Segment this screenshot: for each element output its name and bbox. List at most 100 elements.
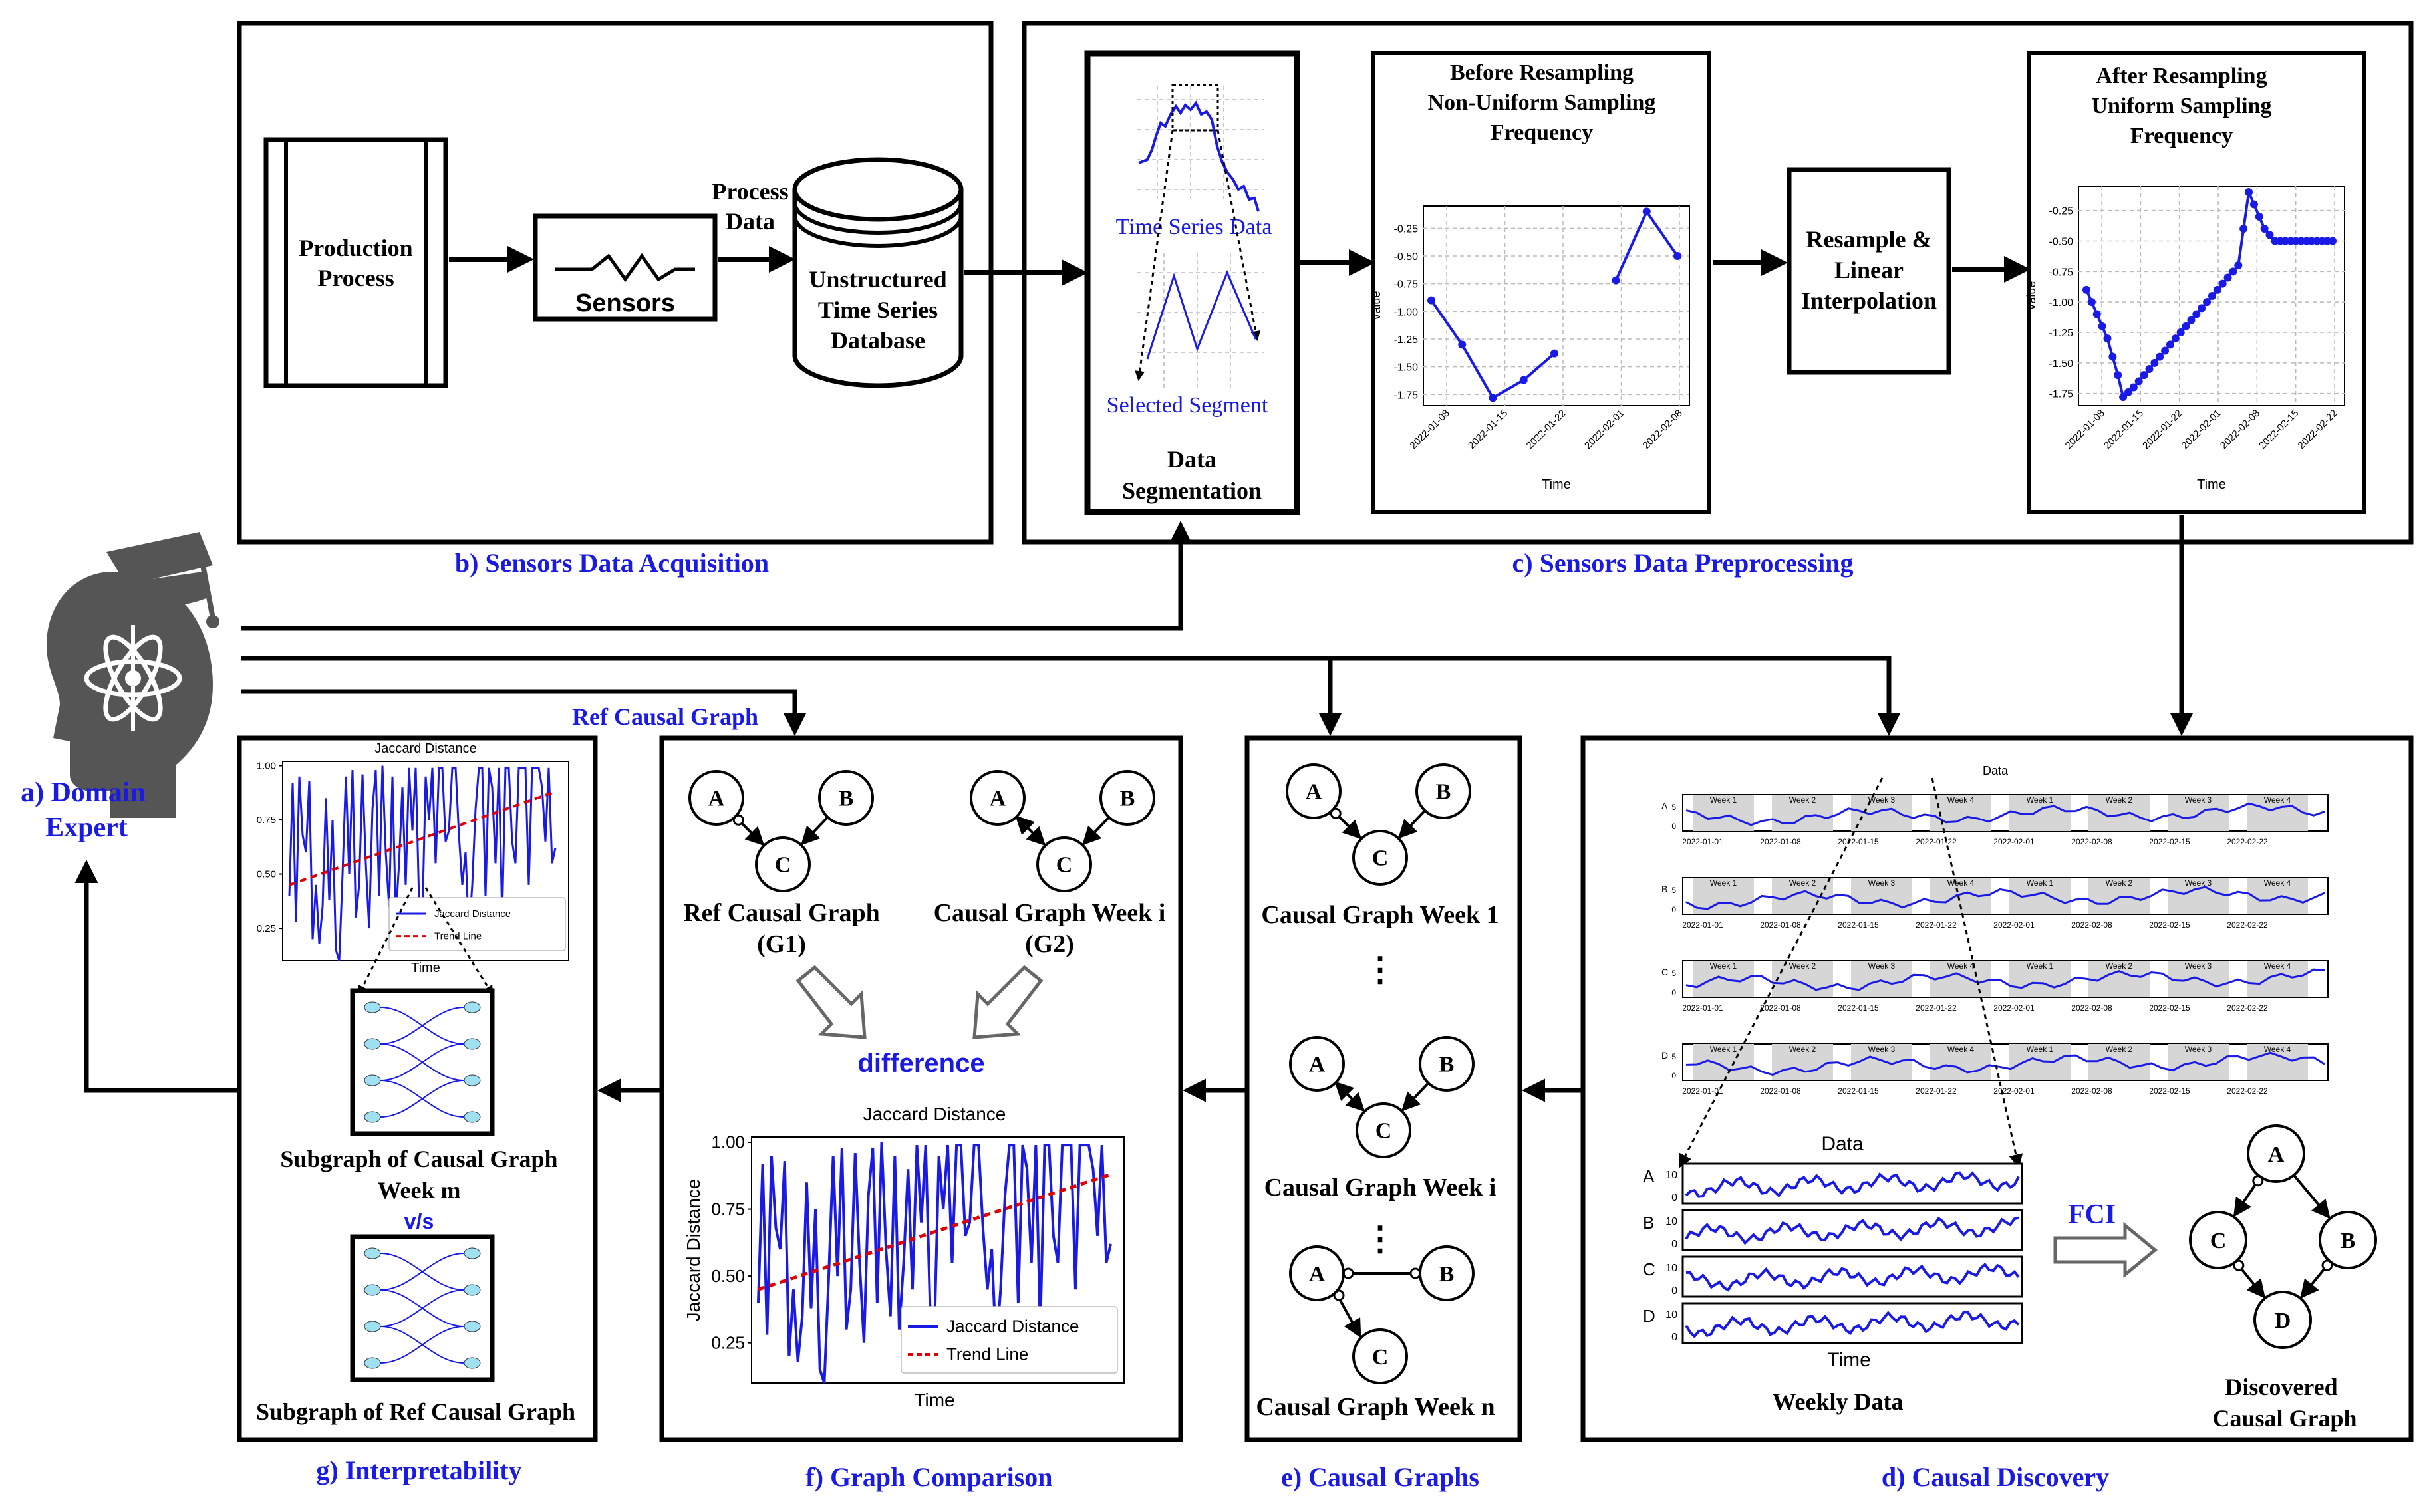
graph-node — [970, 770, 1026, 826]
selected-segment-line — [1146, 270, 1257, 360]
subgraph-node — [364, 1111, 381, 1123]
series-point — [2265, 231, 2274, 239]
graph-node — [1419, 1036, 1475, 1092]
resample-label-3: Interpolation — [1801, 287, 1937, 314]
series-point — [2171, 334, 2180, 343]
y-tick-label: -1.50 — [2049, 358, 2074, 370]
series-point — [2213, 285, 2221, 294]
subgraph-node — [364, 1247, 381, 1259]
y-tick-label: -0.25 — [1394, 223, 1419, 235]
graph-node-label: C — [1375, 1118, 1392, 1143]
graph-node — [818, 770, 874, 826]
graph-node — [1289, 1036, 1345, 1092]
edge-circle-mark — [1342, 1267, 1354, 1279]
cg-ellipsis-2: ⋮ — [1363, 1220, 1397, 1257]
series-point — [2260, 225, 2269, 233]
weekly-ytick: 0 — [1671, 1332, 1677, 1343]
x-tick-label: 2022-01-01 — [1682, 920, 1723, 930]
time-series-grid — [1137, 86, 1264, 392]
series-point — [1519, 376, 1528, 384]
cg-weekn-label: Causal Graph Week n — [1256, 1393, 1495, 1421]
subgraph-ref — [350, 1234, 495, 1382]
week-band — [1772, 795, 1833, 831]
causal-graphs-caption: e) Causal Graphs — [1281, 1462, 1479, 1492]
causal-edge — [800, 816, 829, 846]
weekly-ytick: 10 — [1665, 1216, 1677, 1227]
expert-to-segmentation-arrow — [241, 521, 1193, 631]
week-band — [2247, 795, 2308, 831]
interpretability-caption: g) Interpretability — [316, 1455, 521, 1485]
causal-edge — [1334, 1081, 1365, 1112]
week-label: Week 4 — [2264, 1045, 2291, 1054]
subgraph-edge — [380, 1326, 465, 1364]
week-label: Week 2 — [1789, 795, 1816, 805]
x-tick-label: 2022-02-01 — [1993, 1086, 2035, 1096]
graph-node — [688, 770, 744, 826]
week-label: Week 4 — [1947, 795, 1975, 805]
subgraph-node — [464, 1357, 481, 1369]
series-point — [2245, 188, 2253, 197]
series-point — [2234, 261, 2243, 270]
series-point — [1489, 394, 1497, 402]
week-band — [2168, 878, 2229, 914]
subgraph-node — [464, 1038, 481, 1050]
graph-node-label: B — [839, 786, 854, 811]
process-label: Process — [317, 265, 394, 291]
row-label: D — [1661, 1050, 1668, 1061]
discovery-data-rows: Week 1 Week 2 Week 3 Week 4 Week 1 Week 2 Week… — [1661, 794, 2329, 1096]
x-tick-label: 2022-01-01 — [1682, 1003, 1723, 1013]
time-series-line — [1138, 100, 1260, 212]
graph-node-label: C — [1056, 852, 1073, 877]
graph-node — [1415, 763, 1471, 819]
row-label: A — [1661, 801, 1668, 811]
x-tick-label: 2022-02-08 — [2071, 920, 2112, 930]
x-tick-label: 2022-02-08 — [2071, 1003, 2112, 1013]
x-tick-label: 2022-01-01 — [1682, 837, 1723, 846]
series-point — [2129, 383, 2138, 392]
week-label: Week 4 — [2264, 795, 2291, 805]
x-tick-label: 2022-01-01 — [1682, 1086, 1723, 1096]
series-point — [1458, 340, 1467, 349]
discovered-label-2: Causal Graph — [2212, 1405, 2357, 1432]
x-tick-label: 2022-02-22 — [2227, 920, 2268, 930]
y-tick-label: -1.75 — [1394, 390, 1419, 401]
x-tick-label: 2022-01-08 — [1760, 837, 1801, 846]
discovery-top-title: Data — [1983, 764, 2009, 777]
y-tick-label: 5 — [1671, 803, 1676, 812]
after-title-3: Frequency — [2130, 124, 2233, 148]
x-tick-label: 2022-02-22 — [2227, 1086, 2268, 1096]
subgraph-week-m — [350, 988, 495, 1136]
ref-causal-graph-label: Ref Causal Graph — [572, 703, 758, 730]
legend-box — [388, 897, 566, 951]
series-point — [2087, 298, 2096, 307]
week-band — [2009, 1044, 2071, 1080]
subgraph-node — [364, 1357, 381, 1369]
segmentation-label-2: Segmentation — [1122, 477, 1262, 504]
x-tick-label: 2022-01-08 — [1760, 1003, 1801, 1013]
week-label: Week 1 — [2027, 878, 2054, 888]
edge-circle-mark — [732, 814, 744, 826]
graph-node-label: B — [1439, 1052, 1455, 1076]
y-tick-label: 0 — [1671, 1071, 1676, 1080]
weekly-ytick: 10 — [1665, 1263, 1677, 1274]
week-label: Week 1 — [2027, 961, 2054, 971]
discovered-node-label: B — [2341, 1229, 2356, 1253]
causal-edge — [1401, 1082, 1429, 1112]
hollow-arrow-left-icon — [795, 965, 867, 1039]
week-band — [2247, 1044, 2308, 1080]
week-label: Week 3 — [1868, 878, 1896, 888]
week-label: Week 2 — [1789, 961, 1816, 971]
week-label: Week 3 — [1868, 795, 1896, 805]
weekly-ytick: 0 — [1671, 1192, 1677, 1203]
week-label: Week 3 — [2185, 795, 2212, 805]
resample-label-2: Linear — [1834, 257, 1904, 283]
series-point — [2098, 322, 2106, 330]
subgraph-node — [364, 1284, 381, 1296]
weekly-row-label: B — [1643, 1213, 1654, 1233]
weekly-row-label: C — [1643, 1259, 1655, 1279]
x-tick-label: 2022-01-15 — [1838, 1003, 1879, 1013]
graph-node-label: C — [1372, 1345, 1389, 1370]
row-series-line — [1685, 802, 2325, 826]
graph-node — [1289, 1245, 1345, 1301]
subgraph-node — [364, 1038, 381, 1050]
